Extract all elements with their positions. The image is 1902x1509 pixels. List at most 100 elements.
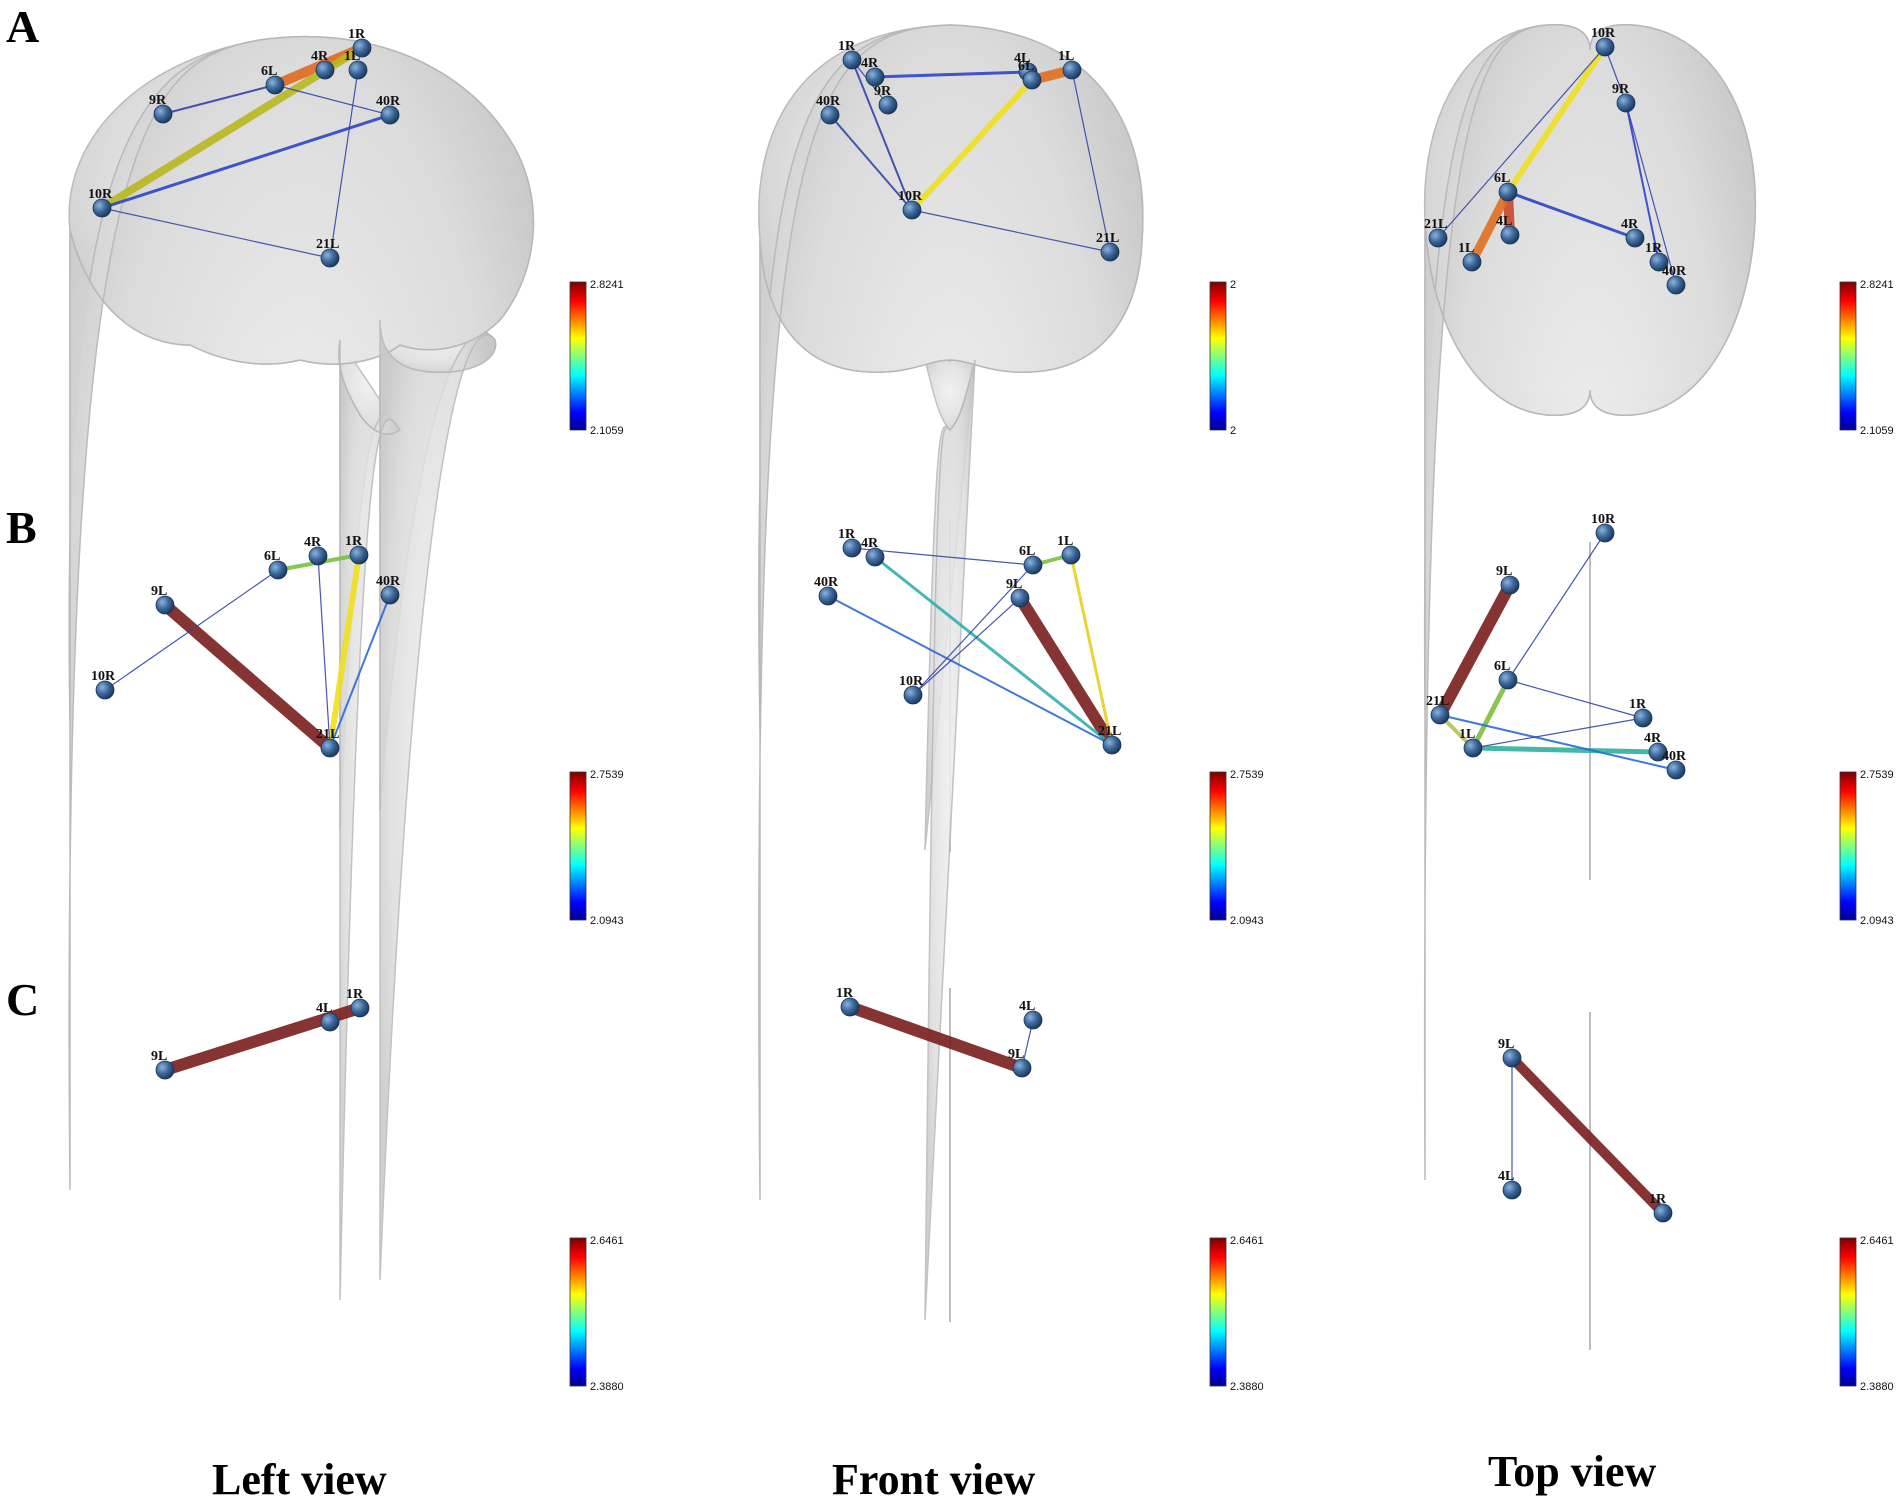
- node-a-left-9R: [153, 104, 173, 124]
- node-b-top-4R: [1648, 742, 1668, 762]
- edge-a-left-1L-21L: [329, 69, 359, 259]
- node-a-left-1L: [348, 60, 368, 80]
- colorbar-max-c-0: 2.6461: [590, 1235, 624, 1247]
- node-a-top-4R: [1625, 228, 1645, 248]
- edge-a-front-10R-21L: [911, 209, 1111, 253]
- node-label-a-top-40R: 40R: [1662, 264, 1687, 279]
- colorbar-min-b-1: 2.0943: [1230, 915, 1264, 927]
- edge-a-top-6L-4R: [1506, 190, 1637, 240]
- edge-b-top-6L-1R: [1507, 679, 1644, 719]
- node-a-top-9R: [1616, 93, 1636, 113]
- node-label-c-front-9L: 9L: [1008, 1047, 1024, 1062]
- colorbar-min-c-0: 2.3880: [590, 1381, 624, 1393]
- node-label-a-front-10R: 10R: [898, 189, 923, 204]
- colorbar-b-1: [1209, 771, 1227, 921]
- node-c-top-4L: [1502, 1180, 1522, 1200]
- node-label-c-left-1R: 1R: [346, 987, 364, 1002]
- node-a-top-21L: [1428, 228, 1448, 248]
- edge-a-top-21L-10R: [1437, 46, 1606, 239]
- node-label-b-left-10R: 10R: [91, 669, 116, 684]
- edge-b-left-40R-21L: [329, 594, 391, 749]
- node-label-b-front-40R: 40R: [814, 575, 839, 590]
- node-a-front-1R: [842, 50, 862, 70]
- brain-front-c-part-0: [758, 24, 1144, 1201]
- node-a-left-6L: [265, 75, 285, 95]
- brain-top-c-part-0: [1423, 24, 1757, 1181]
- colorbar-a-1: [1209, 281, 1227, 431]
- connection-edges: [98, 43, 1677, 1218]
- colorbar-b-0: [569, 771, 587, 921]
- node-label-b-front-1R: 1R: [838, 527, 856, 542]
- node-b-left-21L: [320, 738, 340, 758]
- node-b-front-40R: [818, 586, 838, 606]
- node-label-b-top-6L: 6L: [1494, 659, 1510, 674]
- edge-b-top-6L-1L: [1470, 677, 1511, 751]
- edge-b-top-10R-6L: [1507, 532, 1606, 681]
- edge-a-top-10R-6L: [1505, 44, 1608, 195]
- node-b-top-1L: [1463, 738, 1483, 758]
- edge-b-left-4R-21L: [317, 555, 331, 749]
- node-label-b-left-1R: 1R: [345, 534, 363, 549]
- node-c-top-1R: [1653, 1203, 1673, 1223]
- node-c-front-4L: [1023, 1010, 1043, 1030]
- node-label-a-top-1L: 1L: [1458, 241, 1474, 256]
- edge-a-left-6L-9R: [162, 84, 276, 115]
- node-b-top-9L: [1500, 575, 1520, 595]
- node-a-top-40R: [1666, 275, 1686, 295]
- node-label-a-front-21L: 21L: [1096, 231, 1119, 246]
- colorbar-min-a-0: 2.1059: [590, 425, 624, 437]
- edge-b-front-10R-9L: [912, 597, 1021, 696]
- node-label-a-left-10R: 10R: [88, 187, 113, 202]
- node-a-top-4L: [1500, 225, 1520, 245]
- node-label-b-left-6L: 6L: [264, 549, 280, 564]
- colorbar-min-a-2: 2.1059: [1860, 425, 1894, 437]
- edge-b-top-1L-1R: [1472, 717, 1644, 749]
- edge-b-top-9L-21L: [1434, 579, 1516, 721]
- edge-b-front-10R-6L: [912, 564, 1034, 696]
- node-label-a-front-1R: 1R: [838, 39, 856, 54]
- node-b-front-4R: [865, 547, 885, 567]
- colorbar-max-a-2: 2.8241: [1860, 279, 1894, 291]
- node-label-a-left-4R: 4R: [311, 49, 329, 64]
- node-label-b-left-9L: 9L: [151, 584, 167, 599]
- colorbar-max-c-1: 2.6461: [1230, 1235, 1264, 1247]
- node-label-b-left-40R: 40R: [376, 574, 401, 589]
- node-label-b-left-4R: 4R: [304, 535, 322, 550]
- colorbar-c-2: [1839, 1237, 1857, 1387]
- colorbar-c-0: [569, 1237, 587, 1387]
- node-label-c-left-9L: 9L: [151, 1049, 167, 1064]
- node-label-a-left-6L: 6L: [261, 64, 277, 79]
- edge-a-front-10R-6L: [909, 77, 1035, 213]
- view-label-top: Top view: [1488, 1447, 1657, 1496]
- node-label-a-front-9R: 9R: [874, 84, 892, 99]
- node-a-front-6L: [1022, 70, 1042, 90]
- row-letter-b: B: [6, 502, 37, 553]
- node-label-b-front-1L: 1L: [1057, 534, 1073, 549]
- node-label-a-left-9R: 9R: [149, 93, 167, 108]
- node-b-left-1R: [349, 545, 369, 565]
- colorbar-max-b-2: 2.7539: [1860, 769, 1894, 781]
- colorbar-max-b-0: 2.7539: [590, 769, 624, 781]
- node-b-top-21L: [1430, 705, 1450, 725]
- node-b-top-6L: [1498, 670, 1518, 690]
- edge-b-front-4R-21L: [873, 555, 1114, 747]
- node-label-a-top-10R: 10R: [1591, 26, 1616, 41]
- edge-b-top-21L-40R: [1439, 714, 1677, 771]
- node-label-a-front-4R: 4R: [861, 56, 879, 71]
- node-b-top-1R: [1633, 708, 1653, 728]
- node-a-front-21L: [1100, 242, 1120, 262]
- node-a-front-1L: [1062, 60, 1082, 80]
- row-letter-c: C: [6, 974, 40, 1025]
- edge-b-left-9L-21L: [159, 599, 336, 754]
- edge-a-front-1L-21L: [1071, 69, 1111, 253]
- edge-a-front-40R-10R: [829, 114, 913, 211]
- colorbar-c-1: [1209, 1237, 1227, 1387]
- edge-b-front-1R-6L: [851, 547, 1034, 566]
- node-a-left-1R: [352, 38, 372, 58]
- node-label-c-front-1R: 1R: [836, 986, 854, 1001]
- edge-b-left-10R-6L: [104, 569, 279, 691]
- node-b-front-1L: [1061, 545, 1081, 565]
- node-a-left-4R: [315, 60, 335, 80]
